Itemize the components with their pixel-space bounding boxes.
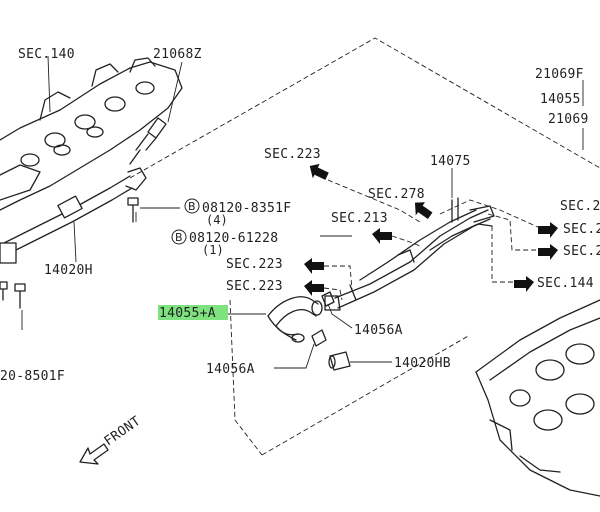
- connector-14020hb: [328, 351, 351, 371]
- label-qty-4: (4): [206, 213, 228, 227]
- label-21069f[interactable]: 21069F: [535, 67, 584, 82]
- front-label: FRONT: [102, 414, 144, 450]
- label-sec223-mid1[interactable]: SEC.223: [226, 257, 283, 272]
- water-pipe-14020h: [0, 117, 167, 264]
- label-21068z[interactable]: 21068Z: [153, 47, 202, 62]
- engine-block: [475, 299, 600, 497]
- intake-manifold: [0, 57, 183, 211]
- label-14075[interactable]: 14075: [430, 154, 471, 169]
- direction-arrows: [304, 163, 558, 296]
- label-sec213[interactable]: SEC.213: [331, 211, 388, 226]
- clamp-14056a: [311, 291, 335, 347]
- label-sec278[interactable]: SEC.278: [368, 187, 425, 202]
- label-14020hb[interactable]: 14020HB: [394, 356, 451, 371]
- label-sec144[interactable]: SEC.144: [537, 276, 594, 291]
- label-sec140[interactable]: SEC.140: [18, 47, 75, 62]
- label-sec-right-2[interactable]: SEC.2: [563, 222, 600, 237]
- bolt-group-left: [0, 197, 139, 309]
- label-08120-8351f[interactable]: 08120-8351F: [202, 201, 291, 216]
- label-sec-right-1[interactable]: SEC.2: [560, 199, 600, 214]
- dashed-connections: [323, 179, 541, 301]
- bolt-b-letter-1: B: [188, 200, 196, 213]
- label-14055[interactable]: 14055: [540, 92, 581, 107]
- label-08120-61228[interactable]: 08120-61228: [189, 231, 278, 246]
- label-sec223-top[interactable]: SEC.223: [264, 147, 321, 162]
- tube-assembly-14075: [324, 197, 495, 311]
- label-14020h[interactable]: 14020H: [44, 263, 93, 278]
- label-14056a-left[interactable]: 14056A: [206, 362, 255, 377]
- hose-14055a: [267, 296, 323, 343]
- label-sec223-mid2[interactable]: SEC.223: [226, 279, 283, 294]
- bolt-b-circle-1: B: [184, 198, 200, 214]
- part-highlight: [158, 305, 228, 320]
- bolt-b-letter-2: B: [175, 231, 183, 244]
- label-14056a-right[interactable]: 14056A: [354, 323, 403, 338]
- label-8501f[interactable]: 20-8501F: [0, 369, 65, 384]
- bolt-b-circle-2: B: [171, 229, 187, 245]
- label-21069[interactable]: 21069: [548, 112, 589, 127]
- label-14055a-highlighted[interactable]: 14055+A: [159, 306, 216, 321]
- assembly-outline: [129, 37, 600, 456]
- leader-lines: [21, 55, 584, 369]
- label-qty-1: (1): [202, 243, 224, 257]
- label-sec-right-3[interactable]: SEC.2: [563, 244, 600, 259]
- front-indicator: FRONT: [79, 414, 144, 465]
